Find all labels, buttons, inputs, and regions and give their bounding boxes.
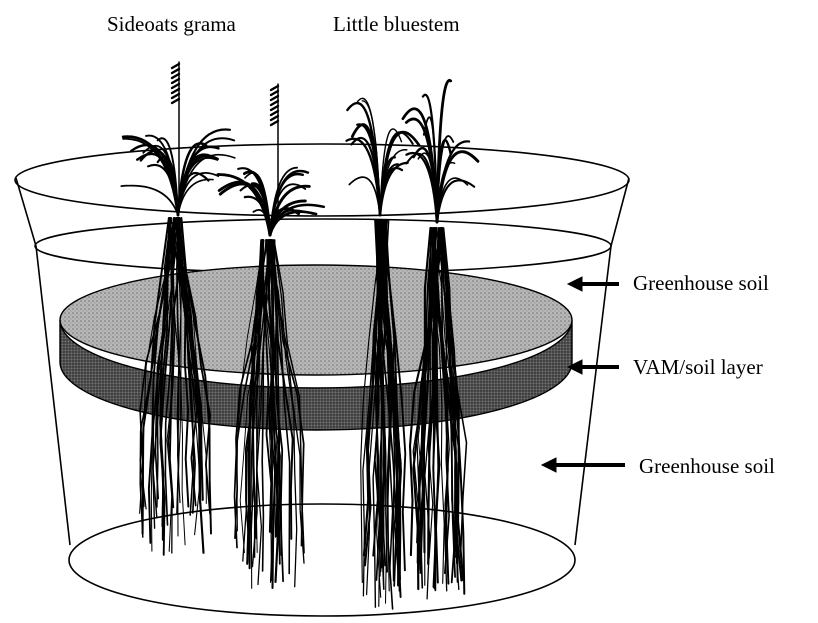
arrow-greenhouse-soil-top — [568, 277, 619, 291]
leaf-blade — [347, 103, 380, 215]
vam-soil-layer — [60, 265, 572, 430]
label-vam-soil-layer: VAM/soil layer — [633, 357, 763, 378]
shoot-bluestem-1 — [347, 98, 420, 215]
label-sideoats-grama: Sideoats grama — [107, 14, 236, 35]
label-greenhouse-soil-bottom: Greenhouse soil — [639, 456, 775, 477]
pot-rim-band-left — [16, 178, 36, 246]
arrow-vam-soil-layer — [568, 360, 619, 374]
pot-left-wall — [36, 246, 70, 545]
pot-base — [69, 504, 575, 616]
label-little-bluestem: Little bluestem — [333, 14, 460, 35]
vam-layer-top — [60, 265, 572, 375]
pot-right-wall — [575, 246, 611, 545]
shoot-sideoats-1 — [121, 130, 235, 215]
shoot-bluestem-2 — [403, 80, 478, 222]
label-greenhouse-soil-top: Greenhouse soil — [633, 273, 769, 294]
shoot-sideoats-2 — [218, 168, 324, 235]
